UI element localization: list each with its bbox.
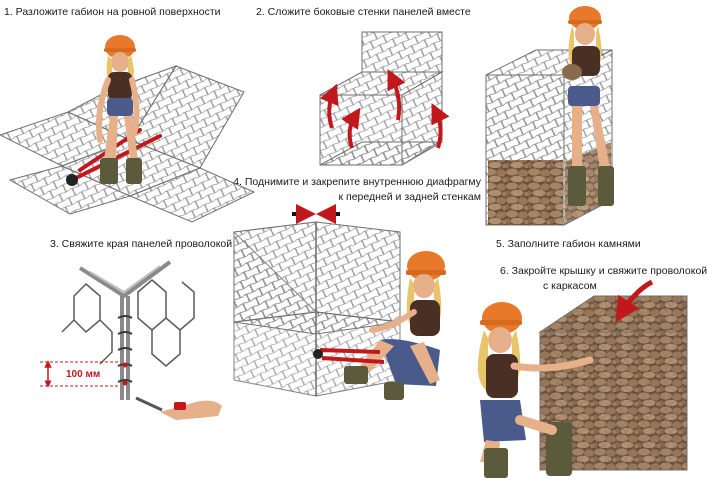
illustration <box>0 6 688 478</box>
step-6-caption-line1: 6. Закройте крышку и свяжите проволокой <box>500 265 707 277</box>
step-3-caption: 3. Свяжите края панелей проволокой <box>50 238 233 250</box>
worker-4 <box>344 251 446 400</box>
worker-6 <box>477 302 594 478</box>
step-1-caption: 1. Разложите габион на ровной поверхност… <box>4 6 221 18</box>
step-6-closing-lid <box>477 279 688 478</box>
instruction-sheet: 1. Разложите габион на ровной поверхност… <box>0 6 707 478</box>
step-4-caption-line2: к передней и задней стенкам <box>338 191 481 203</box>
dimension-label: 100 мм <box>66 369 101 380</box>
step-3-wire-detail <box>40 260 222 420</box>
step-2-folding-box <box>319 31 450 166</box>
step-4-caption-line1: 4. Поднимите и закрепите внутреннюю диаф… <box>233 176 481 188</box>
worker-5 <box>562 6 614 206</box>
step-5-filled-gabion <box>485 6 614 226</box>
step-1-flat-gabion <box>0 35 256 223</box>
step-2-caption: 2. Сложите боковые стенки панелей вместе <box>256 6 471 18</box>
step-5-caption: 5. Заполните габион камнями <box>496 238 641 250</box>
step-4-diaphragm <box>233 204 446 400</box>
step-6-caption-line2: с каркасом <box>543 280 597 292</box>
worker-1 <box>96 35 142 184</box>
